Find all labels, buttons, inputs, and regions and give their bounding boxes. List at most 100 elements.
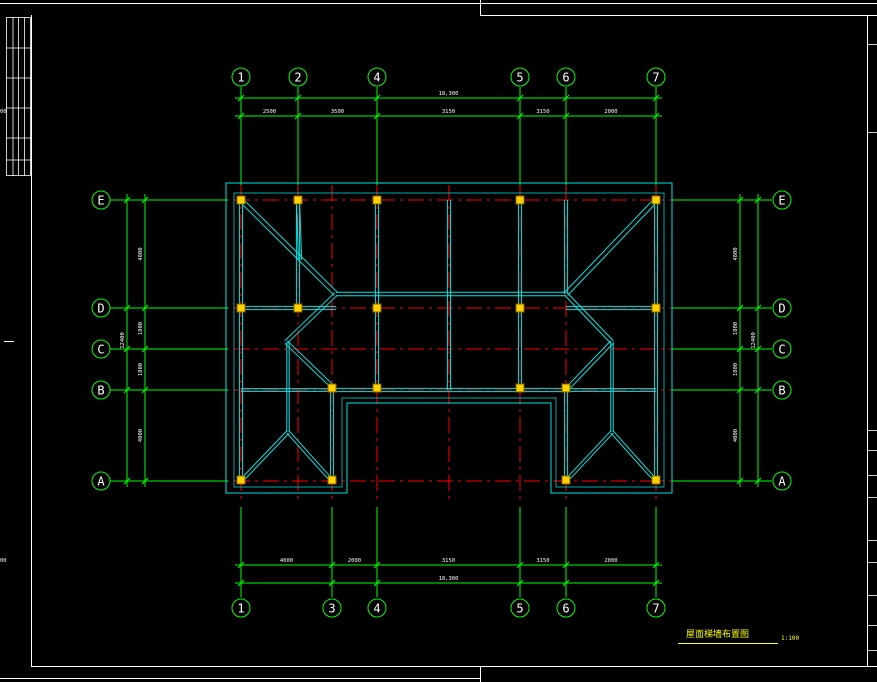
dimension-tick <box>123 477 131 485</box>
dimension-total-text: 18,300 <box>439 91 459 97</box>
beam-line <box>239 201 335 296</box>
axis-bubble: 4 <box>367 598 387 618</box>
dimension-tick <box>754 345 762 353</box>
dimension-tick <box>754 386 762 394</box>
axis-bubble: 1 <box>231 67 251 87</box>
dimension-text: 4000 <box>280 558 293 564</box>
column-marker <box>651 195 661 205</box>
drawing-title: 屋面梯墙布置图 1:100 <box>678 628 799 644</box>
dimension-tick <box>516 112 524 120</box>
axis-bubble-label: A <box>778 475 786 489</box>
axis-bubble-label: 4 <box>373 602 380 616</box>
dimension-tick <box>516 579 524 587</box>
dimension-tick <box>562 112 570 120</box>
beam-line <box>239 430 288 481</box>
dimension-text: 2000 <box>348 558 361 564</box>
axis-bubble: 3 <box>322 598 342 618</box>
binding-strip <box>6 17 31 176</box>
axis-bubble-circle <box>772 471 792 491</box>
axis-bubble-label: E <box>778 194 785 208</box>
axis-bubble-label: 5 <box>516 602 523 616</box>
beam-line <box>242 198 338 293</box>
dimension-tick <box>754 477 762 485</box>
axis-bubble: 7 <box>646 67 666 87</box>
dimension-tick <box>237 112 245 120</box>
column-marker <box>372 383 382 393</box>
dimension-tick <box>328 579 336 587</box>
dimension-tick <box>123 345 131 353</box>
axis-bubble-label: A <box>97 475 105 489</box>
dimension-tick <box>652 561 660 569</box>
beam-line <box>566 292 614 342</box>
axis-bubble-label: 1 <box>237 71 244 85</box>
axis-bubble: E <box>91 190 111 210</box>
axis-bubble: 5 <box>510 67 530 87</box>
dimension-tick <box>123 386 131 394</box>
beam-line <box>286 340 338 390</box>
beam-line <box>241 432 290 483</box>
dimension-tick <box>736 304 744 312</box>
dimension-text: 3150 <box>442 109 455 115</box>
title-block <box>867 44 877 651</box>
roof-outline <box>225 182 673 494</box>
dimension-text: 3150 <box>442 558 455 564</box>
dimension-tick <box>237 561 245 569</box>
column-marker <box>372 303 382 313</box>
dimension-tick <box>123 304 131 312</box>
dimension-tick <box>237 579 245 587</box>
dimension-tick <box>516 561 524 569</box>
dimension-tick <box>562 94 570 102</box>
axis-bubble-circle <box>772 190 792 210</box>
dimension-tick <box>736 386 744 394</box>
beam-line <box>566 342 614 392</box>
beam-line <box>610 432 656 483</box>
column-marker <box>236 475 246 485</box>
dimension-tick <box>373 561 381 569</box>
beam-line <box>564 430 612 481</box>
dimension-total-text: 18,300 <box>439 576 459 582</box>
axis-bubble-circle <box>231 67 251 87</box>
dimension-tick <box>373 112 381 120</box>
axis-bubble-circle <box>322 598 342 618</box>
dimension-total-text: 12400 <box>751 332 757 349</box>
dimension-text: 4800 <box>733 247 739 260</box>
dimension-text: 4000 <box>138 429 144 442</box>
axis-bubble-circle <box>367 598 387 618</box>
axis-bubble: 1 <box>231 598 251 618</box>
dimension-text: 4000 <box>733 429 739 442</box>
axis-bubble-label: 2 <box>294 71 301 85</box>
dimension-tick <box>736 477 744 485</box>
dimension-tick <box>516 94 524 102</box>
dimension-text: 3500 <box>331 109 344 115</box>
axis-bubble-label: 3 <box>328 602 335 616</box>
dimension-tick <box>652 94 660 102</box>
axis-bubble: 6 <box>556 67 576 87</box>
dimension-tick <box>736 196 744 204</box>
axis-bubble-label: 5 <box>516 71 523 85</box>
axis-bubble-circle <box>288 67 308 87</box>
dimension-text: 1800 <box>138 322 144 335</box>
column-marker <box>327 475 337 485</box>
axis-bubble-label: E <box>97 194 104 208</box>
axis-bubble-label: 7 <box>652 602 659 616</box>
axis-bubble-label: C <box>97 343 104 357</box>
dimension-text: 1800 <box>733 322 739 335</box>
dimension-text: 3150 <box>536 558 549 564</box>
axis-bubble: 6 <box>556 598 576 618</box>
dimension-text: 2000 <box>604 109 617 115</box>
axis-bubble-circle <box>91 380 111 400</box>
axis-bubble-circle <box>556 67 576 87</box>
dimension-tick <box>652 112 660 120</box>
column-marker <box>515 303 525 313</box>
dimension-tick <box>562 579 570 587</box>
axis-bubble-label: B <box>778 384 785 398</box>
beam-line <box>284 292 336 342</box>
beam-line <box>567 201 658 296</box>
axis-bubble-circle <box>646 67 666 87</box>
axis-bubble-circle <box>556 598 576 618</box>
beam-line <box>286 432 332 483</box>
dimension-tick <box>141 386 149 394</box>
